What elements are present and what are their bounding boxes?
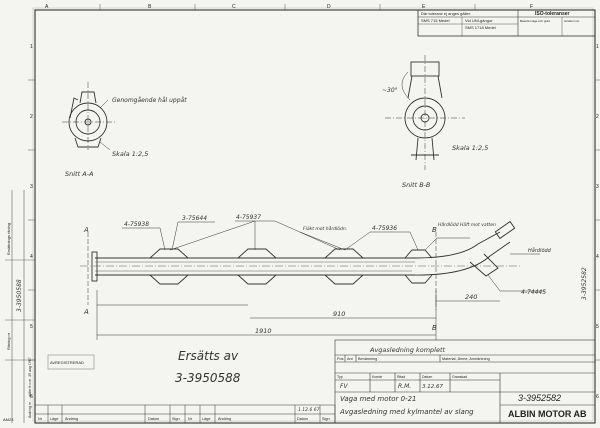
tb-typ-h: Typ xyxy=(337,375,343,379)
left-strip: Ersättnings ritning 3-3950588 Ritning nr… xyxy=(5,190,35,423)
grid-letter: F xyxy=(530,4,533,10)
tolerance-sms-a: SMS 715 Medel xyxy=(421,18,450,23)
tb-konstr-h: Konstr xyxy=(372,375,383,379)
tb-ritad-h: Ritad xyxy=(397,375,405,379)
title-block xyxy=(334,339,596,424)
part-ref-5: 4-74445 xyxy=(521,289,546,296)
dim-1910: 1910 xyxy=(255,327,272,335)
grid-number: 2 xyxy=(30,114,33,120)
rev-nr: Nr xyxy=(38,417,43,421)
grid-number: 5 xyxy=(596,324,599,330)
tolerance-intro: Där toleranz ej anges gäller: xyxy=(421,11,471,16)
drawing-number: 3-3952582 xyxy=(518,393,561,403)
part-ref-4: 4-75936 xyxy=(372,225,397,232)
tb-typ: FV xyxy=(340,383,348,390)
rev-lage-2: Läge xyxy=(202,417,210,421)
avreg-stamp-text: AVREGISTRERAD xyxy=(50,360,84,365)
handwritten-ersatts: Ersätts av xyxy=(178,349,239,363)
dim-240: 240 xyxy=(465,293,477,301)
tolerance-box: Där toleranz ej anges gäller: SMS 715 Me… xyxy=(417,9,596,37)
section-a-scale: Skala 1:2,5 xyxy=(112,150,148,158)
iso-col1: Beteckn läge och grad xyxy=(520,19,550,23)
handwritten-number: 3-3950588 xyxy=(175,371,241,385)
right-edge-code: 3-3952582 xyxy=(581,267,588,300)
grid-number: 3 xyxy=(596,184,599,190)
section-b-view xyxy=(385,55,465,170)
part-ref-1: 4-75938 xyxy=(124,221,149,228)
grid-numbers-left: 1 2 3 4 5 6 xyxy=(30,44,33,400)
tb-datum: 3.12.67 xyxy=(422,384,443,390)
grid-letter: D xyxy=(327,4,331,10)
part-ref-2: 3-75644 xyxy=(182,215,207,222)
tb-ritad: R.M. xyxy=(398,383,411,390)
grid-letter: A xyxy=(45,4,49,10)
grid-number: 6 xyxy=(596,394,599,400)
section-mark-b-top: B xyxy=(432,226,437,234)
tb-header-desc: Avgasledning komplett xyxy=(369,346,446,354)
tb-granskad-h: Granskad xyxy=(452,375,467,379)
rev-lage: Läge xyxy=(50,417,58,421)
grid-number: 1 xyxy=(30,44,33,50)
iso-title: ISO-toleranser xyxy=(535,11,570,17)
grid-number: 4 xyxy=(30,254,33,260)
dim-910: 910 xyxy=(333,310,345,318)
left-strip-3: Ritning nr xyxy=(6,332,11,350)
part-ref-3: 4-75937 xyxy=(236,214,261,221)
section-mark-a-top: A xyxy=(83,226,89,234)
grid-number: 5 xyxy=(30,324,33,330)
grid-numbers-right: 1 2 3 4 5 6 xyxy=(596,44,599,400)
tolerance-sms-b: SMS 1718 Medel xyxy=(465,25,496,30)
left-strip-4: Ändring nr ... gäller fr.o.m. 29 aug 196… xyxy=(28,357,32,418)
left-strip-1: Ersättnings ritning xyxy=(6,223,11,255)
grid-letter: E xyxy=(422,4,426,10)
rev-date-entry: 1.12.6 67 xyxy=(298,407,320,413)
rev-datum: Datum xyxy=(148,417,159,421)
section-b-label: Snitt B-B xyxy=(402,181,431,189)
note-3: Hårdlödd xyxy=(528,247,552,254)
left-strip-2: 3-3950588 xyxy=(16,279,23,312)
grid-number: 1 xyxy=(596,44,599,50)
grid-number: 2 xyxy=(596,114,599,120)
tb-datum-h: Datum xyxy=(422,375,432,379)
rev-sign-2: Sign xyxy=(322,417,330,421)
tb-ben-h: Benämning xyxy=(358,357,377,361)
tb-ant-h: Ant xyxy=(347,357,354,361)
exhaust-pipe-drawing xyxy=(80,220,520,310)
rev-nr-2: Nr xyxy=(188,417,193,421)
rev-andring-2: Ändring xyxy=(218,417,231,421)
section-mark-b-bottom: B xyxy=(432,324,437,332)
sheet-code: AM23 xyxy=(3,417,14,422)
rev-datum-2: Datum xyxy=(297,417,308,421)
section-a-note: Genomgående hål uppåt xyxy=(112,97,187,104)
avreg-stamp xyxy=(47,354,95,370)
tb-pos-h: Pos xyxy=(337,357,344,361)
grid-number: 6 xyxy=(30,394,33,400)
iso-col2: Avvikel mm xyxy=(564,19,580,23)
section-a-label: Snitt A-A xyxy=(65,170,93,178)
section-a-view xyxy=(62,82,115,151)
grid-letter: C xyxy=(232,4,236,10)
rev-andring: Ändring xyxy=(65,417,78,421)
section-mark-a-bottom: A xyxy=(83,308,89,316)
grid-number: 3 xyxy=(30,184,33,190)
rev-sign: Sign xyxy=(172,417,180,421)
tb-line1: Vaga med motor 0-21 xyxy=(340,395,417,403)
grid-letter: B xyxy=(148,4,152,10)
note-1: Fläkt mot hårdlödn. xyxy=(303,225,347,232)
section-b-scale: Skala 1:2,5 xyxy=(452,144,488,152)
tolerance-uni: Vid UNI-gängor xyxy=(465,18,493,23)
tb-line2: Avgasledning med kylmantel av slang xyxy=(339,408,474,416)
note-2: Hårdlödd Häft mot vatten xyxy=(438,221,496,228)
company-name: ALBIN MOTOR AB xyxy=(508,409,587,419)
grid-letters-top: A B C D E F xyxy=(45,4,533,10)
section-b-angle: ~30° xyxy=(382,87,398,94)
tb-material-h: Material, Ämne, Anmärkning xyxy=(442,357,490,361)
grid-number: 4 xyxy=(596,254,599,260)
